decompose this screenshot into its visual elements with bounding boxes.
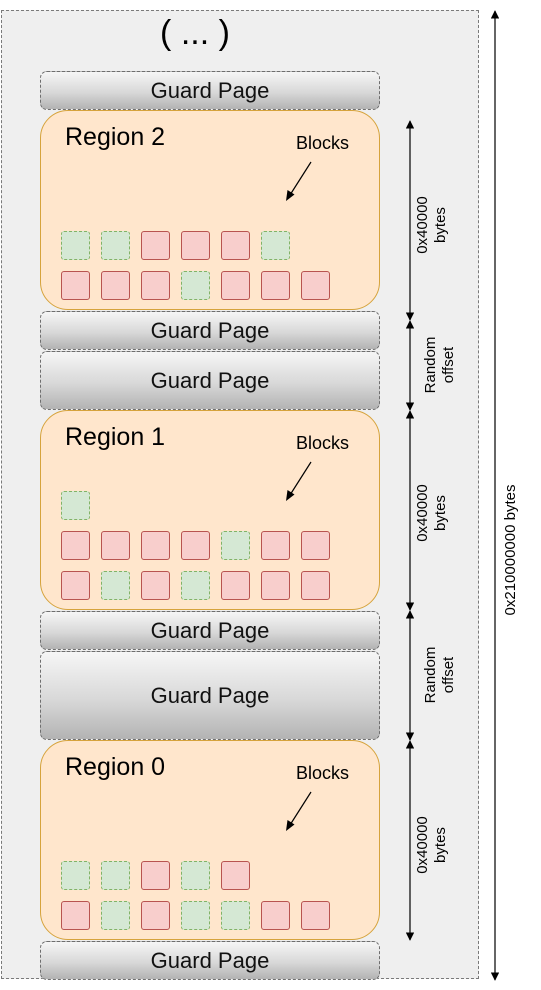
used-block xyxy=(101,271,130,300)
used-block xyxy=(141,571,170,600)
used-block xyxy=(181,231,210,260)
random-offset-2-label: Random offset xyxy=(422,646,457,704)
guard-page-label: Guard Page xyxy=(150,367,270,393)
used-block xyxy=(141,861,170,890)
free-block xyxy=(181,861,210,890)
used-block xyxy=(141,231,170,260)
blocks-label: Blocks xyxy=(296,133,350,153)
region-2: Region 2 Blocks xyxy=(40,110,380,310)
used-block xyxy=(221,861,250,890)
region-title: Region 1 xyxy=(65,423,166,451)
used-block xyxy=(221,271,250,300)
blocks-pointer-arrow xyxy=(286,161,312,201)
used-block xyxy=(61,531,90,560)
used-block xyxy=(141,531,170,560)
used-block xyxy=(221,571,250,600)
free-block xyxy=(61,491,90,520)
free-block xyxy=(221,531,250,560)
blocks-label: Blocks xyxy=(296,433,350,453)
blocks-pointer-arrow xyxy=(286,461,312,501)
total-size-label: 0x210000000 bytes xyxy=(502,484,519,616)
used-block xyxy=(261,271,290,300)
guard-page-top: Guard Page xyxy=(40,71,380,110)
used-block xyxy=(301,271,330,300)
free-block xyxy=(61,231,90,260)
region-0: Region 0 Blocks xyxy=(40,740,380,940)
guard-page-label: Guard Page xyxy=(150,682,270,708)
guard-page-region1-below: Guard Page xyxy=(40,611,380,650)
used-block xyxy=(61,271,90,300)
region-title: Region 0 xyxy=(65,753,166,781)
used-block xyxy=(61,571,90,600)
used-block xyxy=(301,531,330,560)
region-1: Region 1 Blocks xyxy=(40,410,380,610)
used-block xyxy=(61,901,90,930)
free-block xyxy=(261,231,290,260)
guard-page-label: Guard Page xyxy=(150,317,270,343)
used-block xyxy=(261,531,290,560)
free-block xyxy=(101,901,130,930)
continuation-label: ( ... ) xyxy=(160,14,230,52)
used-block xyxy=(221,231,250,260)
used-block xyxy=(141,901,170,930)
guard-page-random-offset-1: Guard Page xyxy=(40,351,380,410)
free-block xyxy=(181,271,210,300)
guard-page-label: Guard Page xyxy=(150,77,270,103)
free-block xyxy=(181,571,210,600)
guard-page-label: Guard Page xyxy=(150,947,270,973)
blocks-pointer-arrow xyxy=(286,791,312,831)
guard-page-region2-below: Guard Page xyxy=(40,311,380,350)
free-block xyxy=(101,571,130,600)
region-2-size-label: 0x40000 bytes xyxy=(414,196,449,254)
random-offset-1-label: Random offset xyxy=(422,336,457,394)
free-block xyxy=(101,231,130,260)
used-block xyxy=(141,271,170,300)
free-block xyxy=(101,861,130,890)
used-block xyxy=(261,901,290,930)
guard-page-bottom: Guard Page xyxy=(40,941,380,980)
used-block xyxy=(301,901,330,930)
blocks-label: Blocks xyxy=(296,763,350,783)
used-block xyxy=(301,571,330,600)
region-0-size-label: 0x40000 bytes xyxy=(414,816,449,874)
guard-page-random-offset-2: Guard Page xyxy=(40,651,380,740)
free-block xyxy=(61,861,90,890)
guard-page-label: Guard Page xyxy=(150,617,270,643)
used-block xyxy=(101,531,130,560)
region-1-size-label: 0x40000 bytes xyxy=(414,484,449,542)
free-block xyxy=(181,901,210,930)
region-title: Region 2 xyxy=(65,123,166,151)
used-block xyxy=(181,531,210,560)
used-block xyxy=(261,571,290,600)
free-block xyxy=(221,901,250,930)
